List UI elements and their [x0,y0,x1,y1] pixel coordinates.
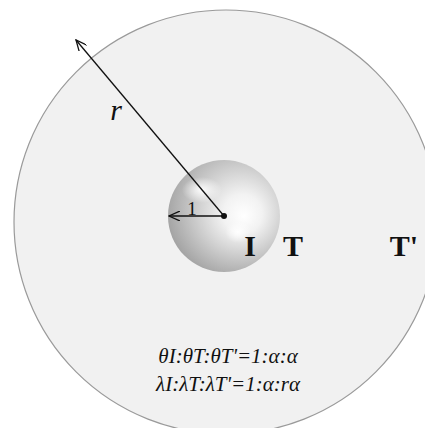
radius-label: r [110,95,122,125]
region-label: T [283,231,303,261]
region-label: T' [390,231,418,261]
center-dot [221,213,227,219]
ratio-formula: θI:θT:θT'=1:α:α [158,346,297,367]
unit-label: 1 [187,199,197,218]
region-label: I [244,231,256,261]
sphere [168,160,280,272]
outer-region [14,10,425,428]
radius-arrow [76,40,224,216]
ratio-formula: λI:λT:λT'=1:α:rα [156,374,300,395]
